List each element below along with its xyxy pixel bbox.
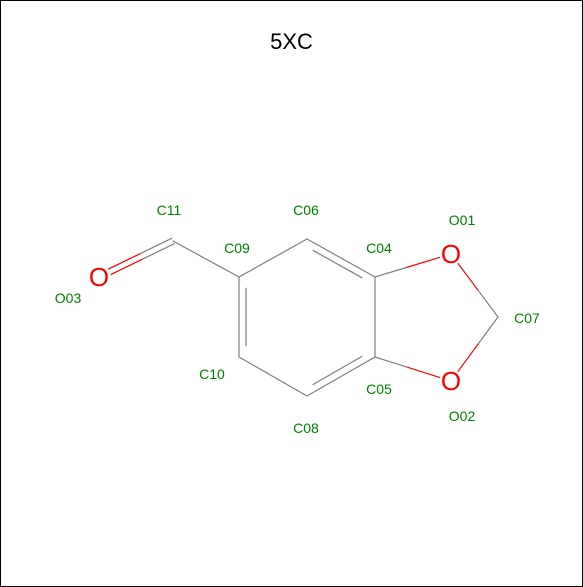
bond-o02-c05-half-a: [406, 366, 441, 378]
atom-label-o01: O01: [449, 212, 476, 228]
atom-label-c09: C09: [224, 240, 250, 256]
atom-label-c04: C04: [366, 240, 392, 256]
bond-c06-c04-inner: [312, 249, 363, 279]
bonds-layer: [107, 237, 499, 397]
atom-symbol-o03: O: [89, 262, 109, 292]
bond-o03-c11-line-b-half-b: [139, 237, 173, 255]
atom-label-c05: C05: [366, 381, 392, 397]
bond-c11-c09: [172, 240, 240, 278]
atom-label-c11: C11: [157, 202, 182, 218]
diagram-title: 5XC: [270, 29, 313, 54]
bond-c09-c06: [238, 238, 308, 278]
atom-label-c07: C07: [514, 310, 540, 326]
bond-c08-c10: [238, 356, 308, 397]
atom-label-c10: C10: [199, 366, 225, 382]
bond-c04-o01-half-a: [374, 266, 408, 278]
bond-c07-o02-half-b: [457, 343, 479, 372]
bond-o01-c07-half-a: [457, 263, 479, 291]
bond-o02-c05-half-b: [374, 356, 408, 368]
bond-c06-c04: [306, 238, 376, 278]
bond-c04-o01-half-b: [406, 256, 441, 268]
bond-c05-c08-inner: [312, 355, 363, 386]
bond-o03-c11-line-a-half-b: [142, 243, 175, 260]
atom-label-o03: O03: [55, 290, 82, 306]
bond-o03-c11-line-b-half-a: [107, 253, 141, 270]
atom-label-c08: C08: [293, 420, 319, 436]
bond-o01-c07-half-b: [477, 289, 499, 318]
bond-o03-c11-line-a-half-a: [110, 258, 144, 276]
atom-symbol-o01: O: [441, 239, 461, 269]
bond-c05-c08: [306, 356, 376, 397]
bond-c07-o02-half-a: [477, 316, 499, 345]
atom-symbol-o02: O: [441, 366, 461, 396]
atom-label-o02: O02: [449, 408, 476, 424]
atom-label-c06: C06: [293, 202, 319, 218]
